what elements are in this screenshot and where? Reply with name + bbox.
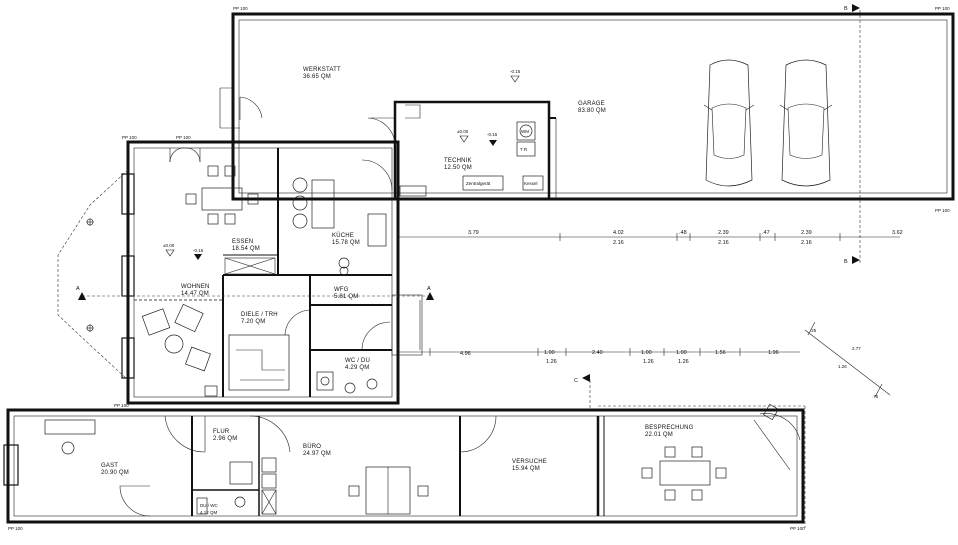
corner-mark: PP 100 <box>176 135 191 140</box>
room-name-kueche: KÜCHE <box>332 232 354 239</box>
room-name-besprechung: BESPRECHUNG <box>645 425 694 431</box>
dim-mid: 2.40 <box>592 350 603 356</box>
room-area-diele: 7.20 QM <box>241 319 265 325</box>
section-b-bottom: B <box>844 259 848 265</box>
office-block <box>3 403 806 528</box>
room-name-buero: BÜRO <box>303 443 321 450</box>
level-essen-b: -0.15 <box>193 248 204 253</box>
room-area-essen: 18.54 QM <box>232 246 260 252</box>
dim-top: 2.16 <box>718 240 729 246</box>
section-a-left: A <box>76 286 80 292</box>
dim-mid: 2 <box>396 351 399 357</box>
room-labels: WERKSTATT 36.65 QM GARAGE 83.80 QM TECHN… <box>101 67 694 515</box>
dim-diag: .25 <box>810 328 817 333</box>
room-area-werkstatt: 36.65 QM <box>303 74 331 80</box>
corner-mark: PP 100 <box>935 208 950 213</box>
room-area-technik: 12.50 QM <box>444 165 472 171</box>
tr-label: T R <box>520 147 528 152</box>
corner-mark: PP 100 <box>935 6 950 11</box>
level-technik-a: ±0.00 <box>457 129 469 134</box>
room-name-wfg: WFG <box>334 287 349 293</box>
room-area-gast: 20.90 QM <box>101 470 129 476</box>
section-marks: A A B B C <box>76 6 848 384</box>
garage-block <box>219 12 955 201</box>
room-name-garage: GARAGE <box>578 101 605 107</box>
room-area-kueche: 15.78 QM <box>332 240 360 246</box>
section-b-top: B <box>844 6 848 12</box>
dim-diag: 2.77 <box>852 346 861 351</box>
car-right <box>779 59 833 187</box>
car-left <box>703 59 755 187</box>
dim-top: 3.79 <box>468 230 479 236</box>
room-area-flur: 2.96 QM <box>213 436 237 442</box>
dim-top: 2.16 <box>801 240 812 246</box>
dim-mid: 1.56 <box>715 350 726 356</box>
dim-mid: 1.00 <box>544 350 555 356</box>
level-marks: -0.15 ±0.00 -0.15 ±0.00 -0.15 <box>163 69 521 253</box>
room-area-du-wc: 4.12 QM <box>200 510 218 515</box>
room-name-versuche: VERSUCHE <box>512 459 547 465</box>
level-essen-a: ±0.00 <box>163 243 175 248</box>
corner-mark: PP 100 <box>114 403 129 408</box>
dimension-text-top: 3.79 4.02 2.16 .48 2.39 2.16 .47 2.39 2.… <box>468 230 903 246</box>
dim-top: .48 <box>679 230 687 236</box>
dim-mid: 4.96 <box>460 351 471 357</box>
zentralgeraet-label: Zentralgerät <box>466 181 491 186</box>
room-name-gast: GAST <box>101 463 118 469</box>
dim-top: 2.16 <box>613 240 624 246</box>
dim-top: 3.62 <box>892 230 903 236</box>
dim-diag: .75 <box>872 394 879 399</box>
level-technik-b: -0.15 <box>487 132 498 137</box>
dim-top: 2.39 <box>718 230 729 236</box>
corner-marks: PP 100 PP 100 PP 100 PP 100 PP 100 PP 10… <box>8 6 950 531</box>
dim-top: 4.02 <box>613 230 624 236</box>
dim-top: .47 <box>762 230 770 236</box>
corner-mark: PP 100 <box>8 526 23 531</box>
kessel-label: Kessel <box>524 181 538 186</box>
room-area-besprechung: 22.01 QM <box>645 432 673 438</box>
section-c: C <box>574 378 578 384</box>
dimension-lines <box>78 4 900 410</box>
room-name-flur: FLUR <box>213 429 230 435</box>
dimension-text-mid: 2 4.96 1.00 1.26 2.40 1.00 1.26 1.00 1.2… <box>396 350 779 365</box>
dim-diag: 1.26 <box>838 364 847 369</box>
dim-mid: 1.26 <box>546 359 557 365</box>
room-area-garage: 83.80 QM <box>578 108 606 114</box>
dimension-text-diag: .25 2.77 1.26 .75 <box>810 328 879 399</box>
dim-top: 2.39 <box>801 230 812 236</box>
dim-mid: 1.26 <box>643 359 654 365</box>
dim-mid: 1.00 <box>641 350 652 356</box>
dim-mid: 1.26 <box>678 359 689 365</box>
room-name-werkstatt: WERKSTATT <box>303 67 341 73</box>
equipment-labels: Zentralgerät T R WM Kessel <box>466 129 538 186</box>
dim-mid: 1.00 <box>676 350 687 356</box>
house-block <box>57 140 423 405</box>
corner-mark: PP 100 <box>790 526 805 531</box>
room-area-wc-du: 4.29 QM <box>345 365 369 371</box>
room-name-wohnen: WOHNEN <box>181 284 210 290</box>
room-name-essen: ESSEN <box>232 239 253 245</box>
section-a-right: A <box>427 286 431 292</box>
room-name-technik: TECHNIK <box>444 158 472 164</box>
room-area-wohnen: 14.47 QM <box>181 291 209 297</box>
room-name-diele: DIELE / TRH <box>241 312 278 318</box>
corner-mark: PP 100 <box>233 6 248 11</box>
room-area-buero: 24.97 QM <box>303 451 331 457</box>
room-name-du-wc: DU / WC <box>200 503 218 508</box>
room-area-wfg: 5.81 QM <box>334 294 358 300</box>
corner-mark: PP 100 <box>122 135 137 140</box>
dim-mid: 1.96 <box>768 350 779 356</box>
room-name-wc-du: WC / DU <box>345 358 370 364</box>
level-werkstatt: -0.15 <box>510 69 521 74</box>
room-area-versuche: 15.94 QM <box>512 466 540 472</box>
wm-label: WM <box>521 129 529 134</box>
